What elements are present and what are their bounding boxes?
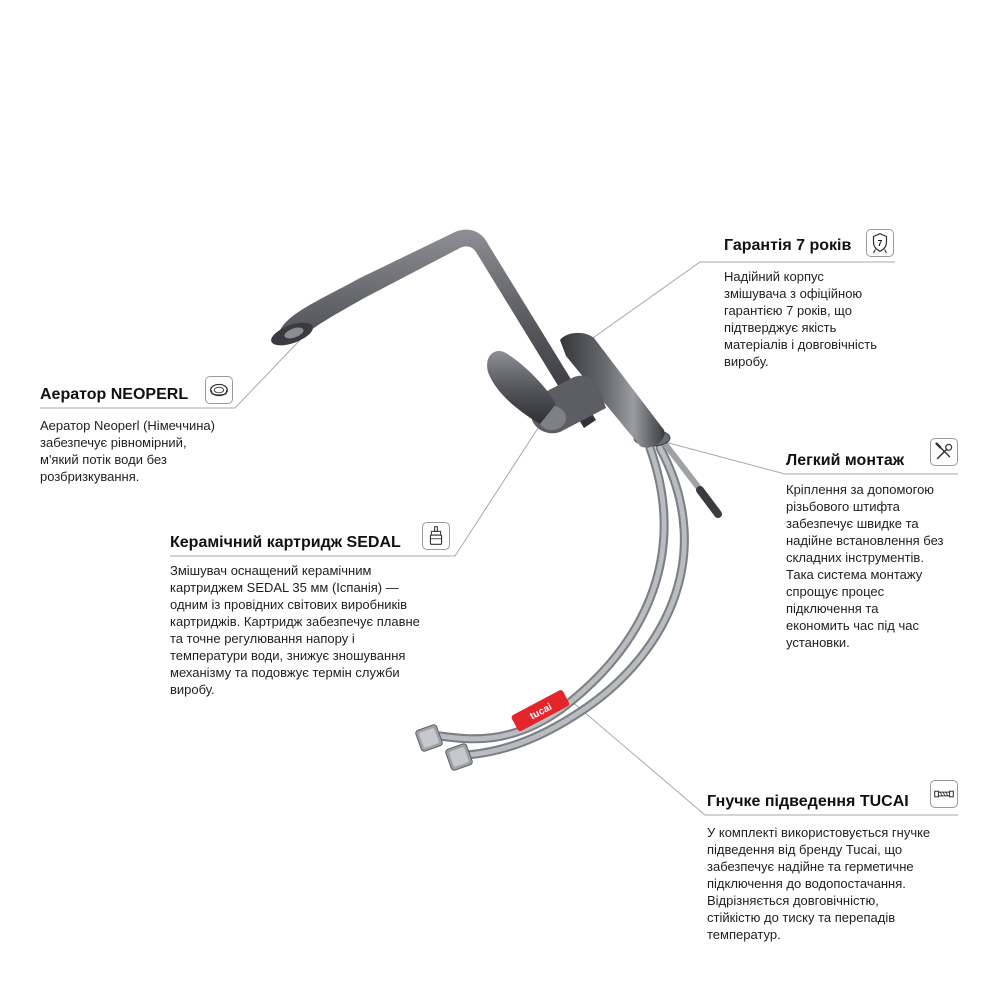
mounting-line: підключення та — [786, 601, 879, 616]
cartridge-line: та точне регулювання напору і — [170, 631, 355, 646]
leader-mounting — [664, 441, 958, 475]
warranty-badge: 7 — [878, 238, 883, 248]
cartridge-line: картриджем SEDAL 35 мм (Іспанія) — — [170, 580, 399, 595]
faucet-body — [271, 229, 665, 448]
cartridge-line: механізму та подовжує термін служби — [170, 665, 400, 680]
cartridge-line: температури води, знижує зношування — [170, 648, 406, 663]
leader-lines — [40, 261, 958, 816]
hose-line: забезпечує надійне та герметичне — [707, 859, 914, 874]
cartridge-description: Змішувач оснащений керамічним картриджем… — [170, 562, 470, 698]
tools-icon — [930, 438, 958, 466]
mounting-line: Кріплення за допомогою — [786, 482, 935, 497]
hose-description: У комплекті використовується гнучке підв… — [707, 824, 977, 943]
leader-cartridge — [170, 424, 541, 557]
cartridge-line: Змішувач оснащений керамічним — [170, 563, 372, 578]
warranty-line: підтверджує якість — [724, 320, 837, 335]
flexible-hose-icon — [930, 780, 958, 808]
warranty-line: матеріалів і довговічність — [724, 337, 878, 352]
warranty-line: гарантією 7 років, що — [724, 303, 852, 318]
leader-hose — [569, 699, 958, 816]
hose-nuts — [415, 724, 473, 771]
hose-line: підключення до водопостачання. — [707, 876, 906, 891]
callout-mounting: Легкий монтаж — [786, 451, 936, 471]
mounting-line: надійне встановлення без — [786, 533, 944, 548]
warranty-description: Надійний корпус змішувача з офіційною га… — [724, 268, 954, 370]
flexible-hoses — [435, 443, 689, 760]
callout-hose: Гнучке підведення TUCAI — [707, 792, 937, 812]
mounting-description: Кріплення за допомогою різьбового штифта… — [786, 481, 986, 651]
mounting-title: Легкий монтаж — [786, 452, 905, 469]
mounting-line: установки. — [786, 635, 850, 650]
aerator-title: Аератор NEOPERL — [40, 386, 189, 403]
callout-aerator: Аератор NEOPERL — [40, 385, 240, 405]
aerator-icon — [205, 376, 233, 404]
hose-line: У комплекті використовується гнучке — [707, 825, 931, 840]
leader-warranty — [582, 261, 895, 346]
warranty-shield-icon: 7 — [866, 229, 894, 257]
mounting-line: спрощує процес — [786, 584, 885, 599]
callout-warranty: Гарантія 7 років — [724, 236, 924, 256]
warranty-line: Надійний корпус — [724, 269, 824, 284]
mounting-line: різьбового штифта — [786, 499, 900, 514]
aerator-line: м'який потік води без — [40, 452, 167, 467]
hose-line: температур. — [707, 927, 781, 942]
aerator-description: Аератор Neoperl (Німеччина) забезпечує р… — [40, 417, 260, 485]
aerator-line: Аератор Neoperl (Німеччина) — [40, 418, 215, 433]
hose-line: стійкістю до тиску та перепадів — [707, 910, 896, 925]
callout-cartridge: Керамічний картридж SEDAL — [170, 533, 430, 553]
leader-aerator — [40, 339, 301, 409]
warranty-title: Гарантія 7 років — [724, 237, 852, 254]
hose-line: Відрізняється довговічністю, — [707, 893, 879, 908]
mounting-line: забезпечує швидке та — [786, 516, 919, 531]
mounting-line: складних інструментів. — [786, 550, 924, 565]
mounting-line: економить час під час — [786, 618, 919, 633]
cartridge-icon — [422, 522, 450, 550]
warranty-line: змішувача з офіційною — [724, 286, 863, 301]
warranty-line: виробу. — [724, 354, 769, 369]
aerator-line: забезпечує рівномірний, — [40, 435, 187, 450]
aerator-line: розбризкування. — [40, 469, 140, 484]
cartridge-line: виробу. — [170, 682, 215, 697]
cartridge-line: картриджів. Картридж забезпечує плавне — [170, 614, 420, 629]
hose-title: Гнучке підведення TUCAI — [707, 793, 909, 810]
hose-line: підведення від бренду Tucai, що — [707, 842, 903, 857]
mounting-line: Така система монтажу — [786, 567, 923, 582]
cartridge-line: одним із провідних світових виробників — [170, 597, 408, 612]
cartridge-title: Керамічний картридж SEDAL — [170, 534, 401, 551]
